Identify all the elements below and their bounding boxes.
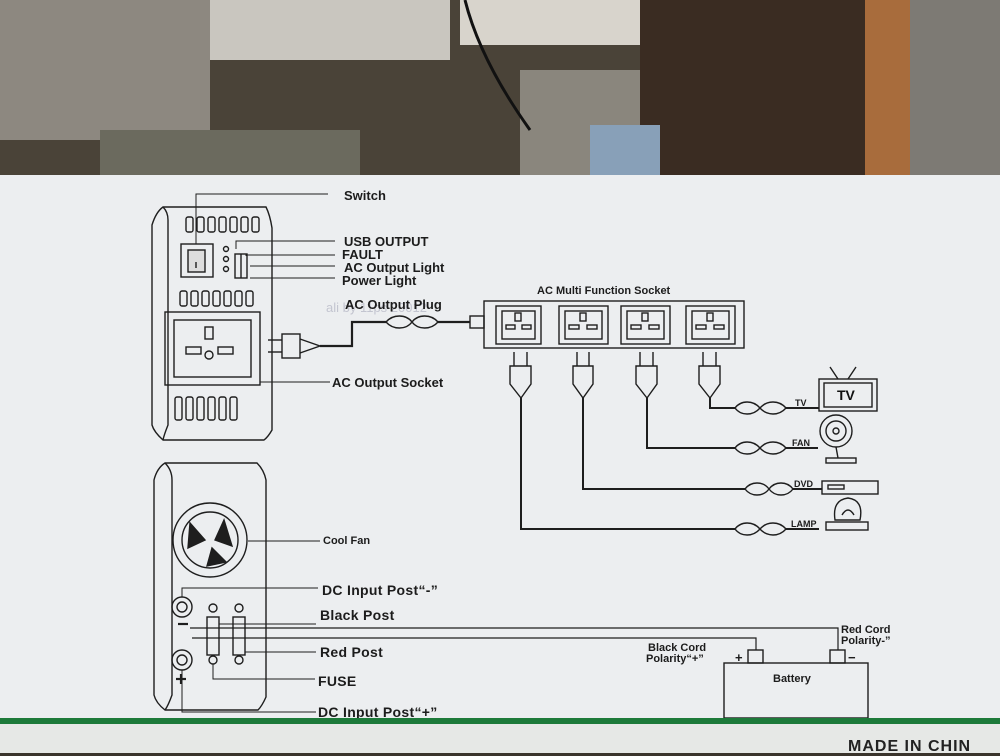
switch-label: Switch xyxy=(344,188,386,203)
usb-output-label: USB OUTPUT xyxy=(344,234,429,249)
tv-label: TV xyxy=(795,398,807,408)
made-in-label: MADE IN CHIN xyxy=(848,738,972,755)
ac-output-plug-cable xyxy=(268,315,485,359)
ac-output-light-label: AC Output Light xyxy=(344,260,445,275)
manual-sheet xyxy=(0,175,1000,735)
appliance-plugs xyxy=(509,352,721,400)
indicator-lights xyxy=(222,245,248,279)
red-cord-polarity-label: Polarity-” xyxy=(841,635,891,647)
ac-output-socket-icon xyxy=(164,311,261,386)
tv-screen-text: TV xyxy=(837,387,855,403)
rear-panel-outline xyxy=(153,462,267,711)
fan-label: FAN xyxy=(792,438,810,448)
battery-minus-sign: − xyxy=(848,650,856,665)
power-switch xyxy=(180,243,214,278)
black-post-label: Black Post xyxy=(320,607,395,623)
appliance-cables xyxy=(520,398,745,530)
green-border-line xyxy=(0,718,1000,724)
ac-output-plug-label: AC Output Plug xyxy=(345,297,442,312)
fuse-label: FUSE xyxy=(318,673,357,689)
cool-fan-label: Cool Fan xyxy=(323,535,371,547)
battery-plus-sign: + xyxy=(735,650,743,665)
strip-outlets xyxy=(495,305,736,345)
ac-output-socket-label: AC Output Socket xyxy=(332,375,444,390)
front-panel-outline xyxy=(151,206,273,441)
battery-wiring xyxy=(190,627,839,650)
socket-strip-title: AC Multi Function Socket xyxy=(537,285,671,297)
dc-posts xyxy=(171,596,246,684)
cooling-fan-icon xyxy=(172,502,248,578)
watermark: ali by 11ps 20012 xyxy=(326,300,427,315)
background-shelf xyxy=(0,0,1000,190)
lamp-icon xyxy=(825,497,869,531)
dc-input-positive-label: DC Input Post“+” xyxy=(318,704,438,720)
front-bottom-vents xyxy=(174,396,238,421)
lamp-label: LAMP xyxy=(791,519,817,529)
rear-leader-lines xyxy=(181,540,320,713)
fan-icon xyxy=(819,414,857,464)
dvd-icon xyxy=(821,480,879,495)
dc-input-negative-label: DC Input Post“-” xyxy=(322,582,439,598)
ac-multi-function-socket-strip xyxy=(483,300,745,349)
front-leader-lines xyxy=(195,193,335,383)
dvd-label: DVD xyxy=(794,479,814,489)
red-post-label: Red Post xyxy=(320,644,384,660)
fault-label: FAULT xyxy=(342,247,383,262)
battery-label: Battery xyxy=(773,673,811,685)
tv-icon xyxy=(818,366,878,412)
power-light-label: Power Light xyxy=(342,273,417,288)
red-cord-label: Red Cord xyxy=(841,624,891,636)
front-middle-vents xyxy=(179,290,254,307)
cable-coils xyxy=(734,401,822,536)
front-top-vents xyxy=(185,216,260,233)
black-cord-polarity-label: Polarity“+” xyxy=(646,653,704,665)
black-cord-label: Black Cord xyxy=(648,642,707,654)
